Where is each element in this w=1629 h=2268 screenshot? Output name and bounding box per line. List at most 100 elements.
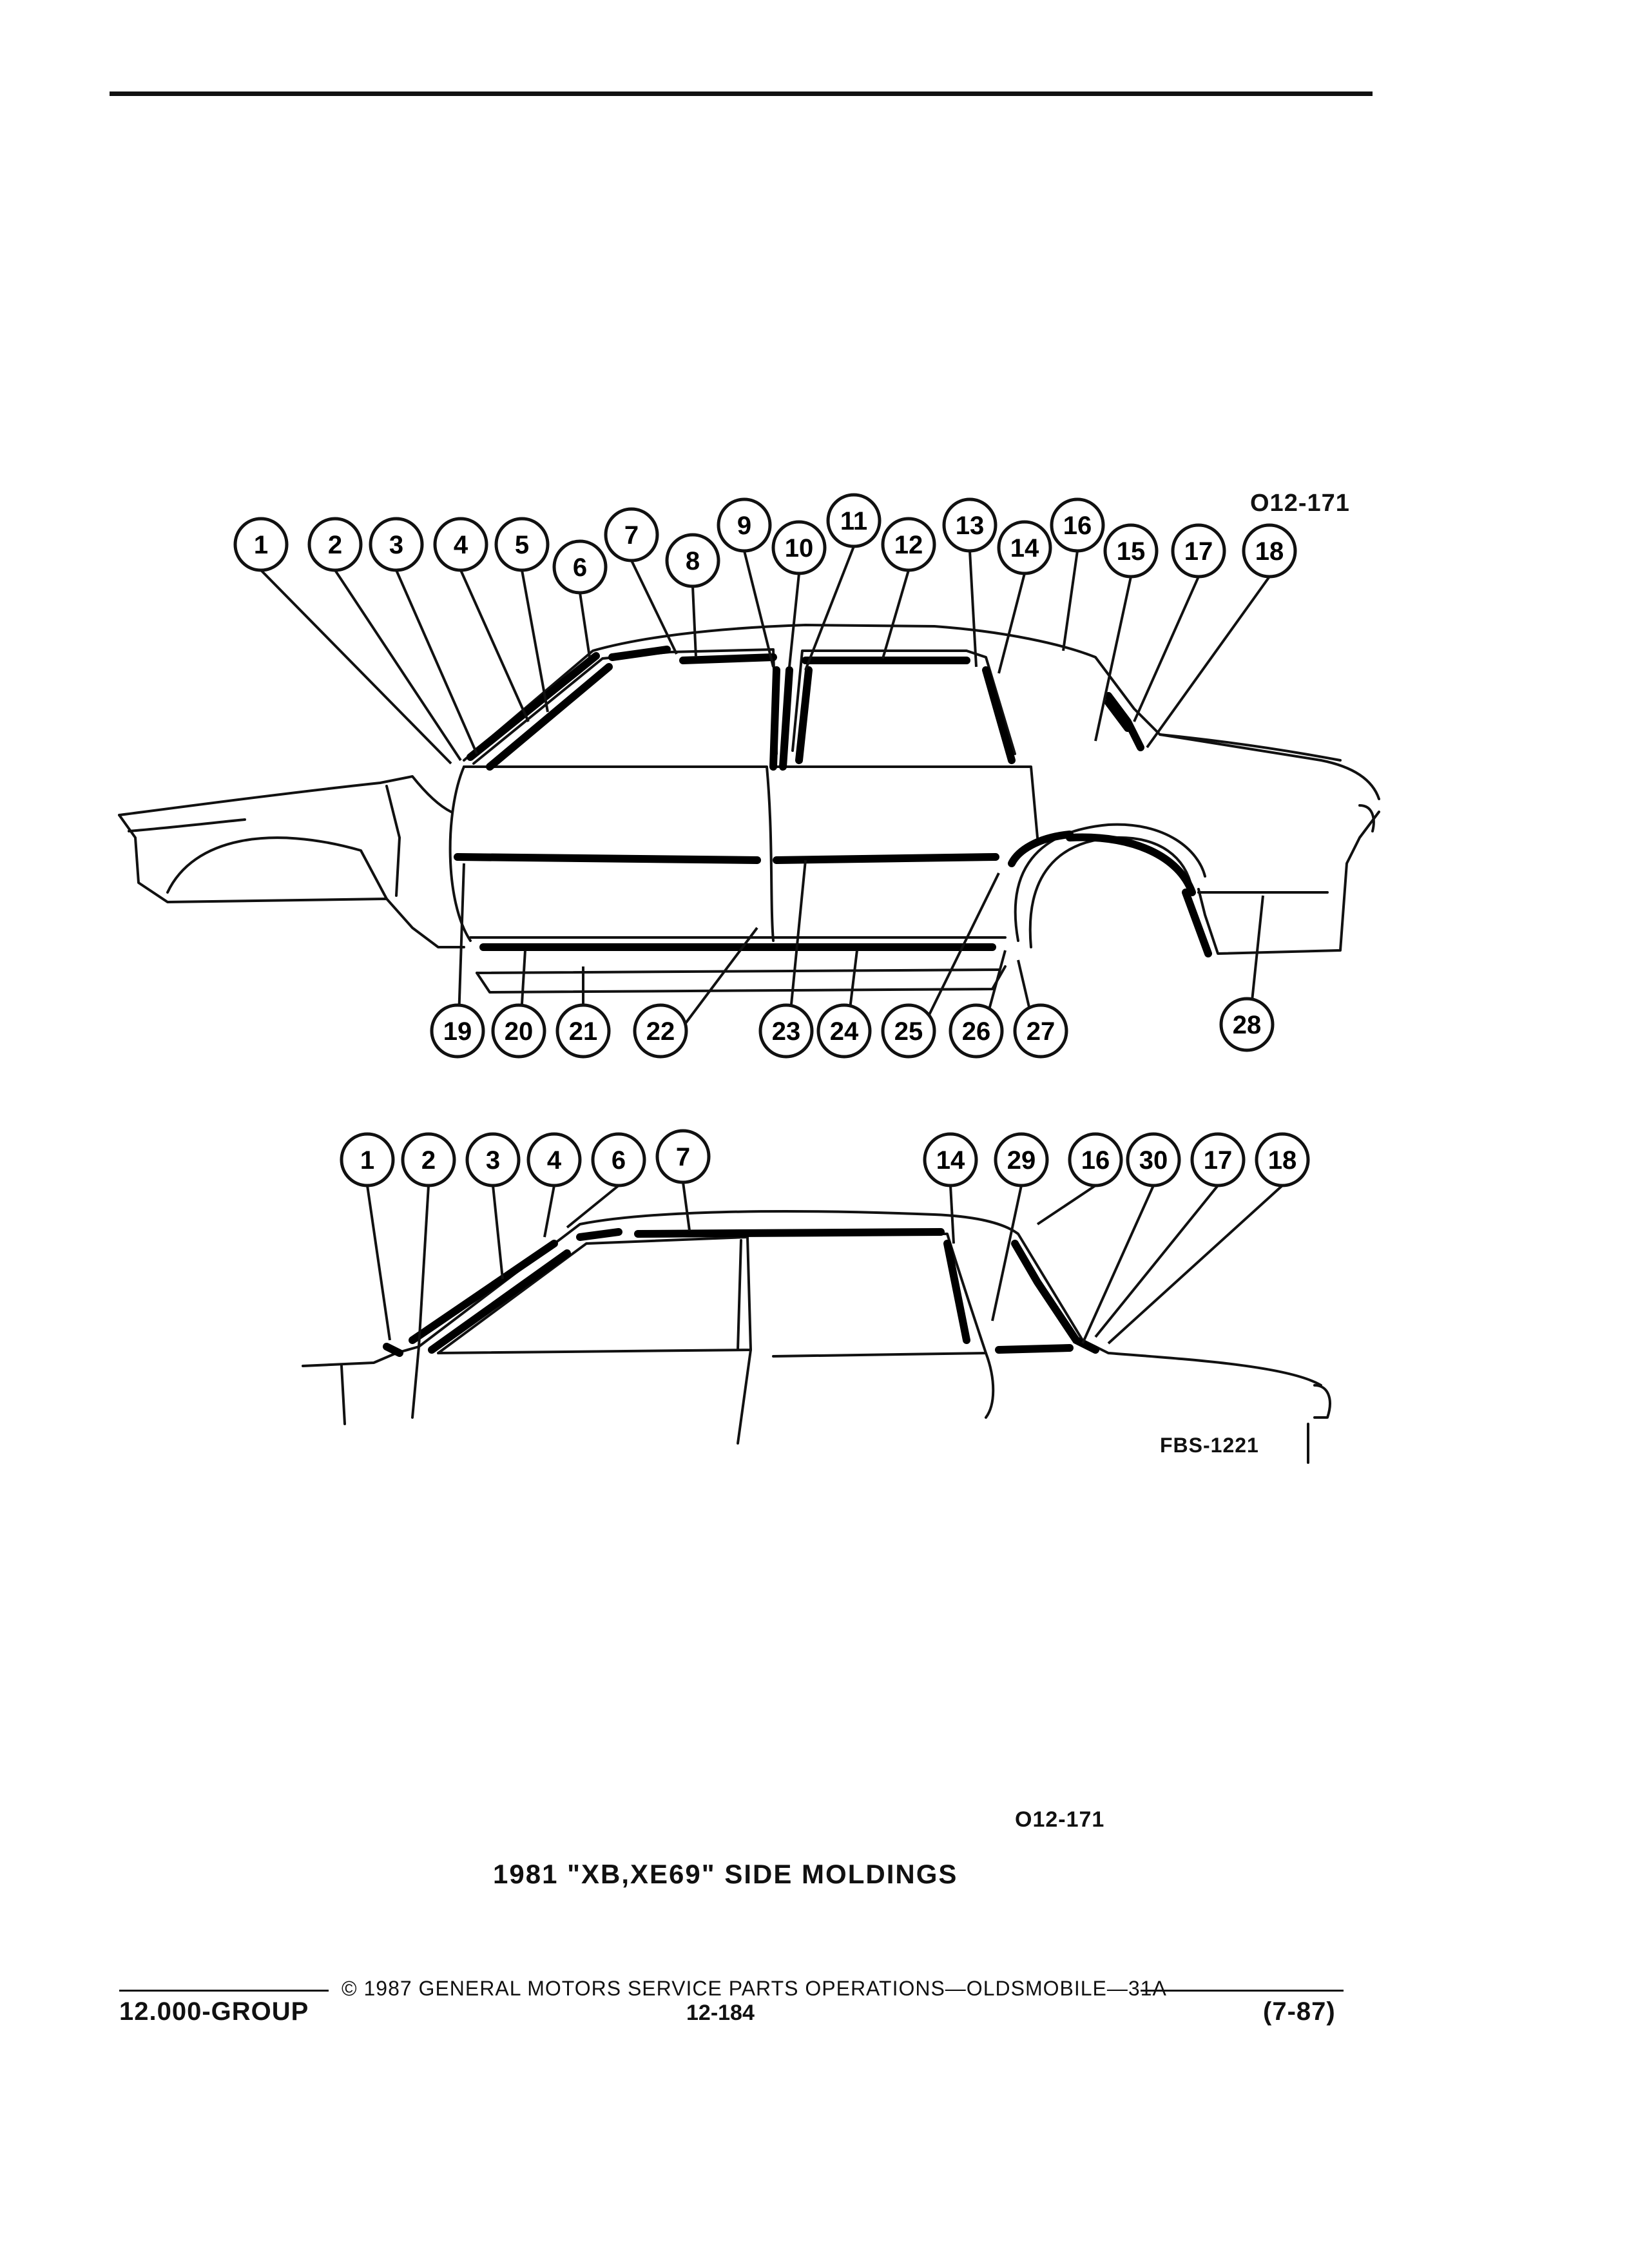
bottom-view-leader-line bbox=[991, 1185, 1023, 1321]
bottom-view-callout-label: 16 bbox=[1081, 1146, 1110, 1175]
top-view-callout-label: 24 bbox=[830, 1017, 859, 1046]
footer-rule-left bbox=[119, 1990, 329, 1992]
top-view-callout-label: 12 bbox=[894, 531, 923, 559]
top-view-leader-line bbox=[743, 550, 775, 668]
top-view-callout-label: 5 bbox=[515, 531, 529, 559]
bottom-view-callout-circle bbox=[340, 1132, 395, 1187]
top-view-leader-line bbox=[804, 546, 855, 671]
top-view-callout-label: 26 bbox=[962, 1017, 991, 1046]
bottom-view-leader-line bbox=[1036, 1184, 1097, 1225]
bottom-view-callout-circle bbox=[465, 1132, 521, 1187]
top-view-callout-circle bbox=[942, 497, 998, 553]
bottom-view-callout-circle bbox=[1126, 1132, 1181, 1187]
bottom-view-callout-circle bbox=[655, 1129, 711, 1184]
bottom-view-leader-line bbox=[566, 1184, 620, 1229]
top-view-leader-line bbox=[579, 592, 591, 658]
top-view-callout-label: 11 bbox=[840, 507, 867, 535]
bottom-view-callout-label: 14 bbox=[936, 1146, 965, 1175]
bottom-view-callout-label: 1 bbox=[360, 1146, 374, 1175]
top-view-callout-label: 6 bbox=[573, 553, 587, 582]
top-view-callout-circle bbox=[949, 1003, 1004, 1059]
top-view-callout-circle bbox=[430, 1003, 485, 1059]
bottom-view-leader-line bbox=[543, 1185, 555, 1238]
ref-code-top: O12-171 bbox=[1250, 490, 1350, 517]
top-view-leader-line bbox=[630, 560, 678, 655]
top-view-leader-line bbox=[334, 569, 462, 762]
diagram-title: 1981 "XB,XE69" SIDE MOLDINGS bbox=[493, 1859, 958, 1889]
top-view-callout-circle bbox=[771, 520, 827, 575]
top-view-callout-circle bbox=[1050, 497, 1105, 553]
figure-code: FBS-1221 bbox=[1160, 1434, 1259, 1457]
top-view-callout-label: 22 bbox=[646, 1017, 675, 1046]
top-view-leader-line bbox=[395, 570, 478, 754]
top-view-callout-label: 3 bbox=[389, 531, 403, 559]
top-view-callout-circle bbox=[1219, 997, 1275, 1052]
top-view-callout-circle bbox=[491, 1003, 546, 1059]
bottom-view-callout-label: 6 bbox=[612, 1146, 626, 1175]
bottom-view-callout-label: 17 bbox=[1204, 1146, 1233, 1175]
top-view-callout-label: 23 bbox=[772, 1017, 801, 1046]
top-view-callout-label: 20 bbox=[505, 1017, 534, 1046]
bottom-view-leader-line bbox=[418, 1185, 430, 1347]
top-view-callout-circle bbox=[665, 533, 720, 588]
bottom-view-callout-circle bbox=[526, 1132, 582, 1187]
copyright: © 1987 GENERAL MOTORS SERVICE PARTS OPER… bbox=[342, 1977, 1167, 2000]
top-view-callout-circle bbox=[816, 1003, 872, 1059]
bottom-view-leader-line bbox=[1107, 1184, 1284, 1345]
top-view-callout-label: 18 bbox=[1255, 537, 1284, 566]
top-view-callout-circle bbox=[881, 517, 936, 572]
top-view-callout-circle bbox=[1242, 523, 1297, 579]
top-view-leader-line bbox=[969, 550, 978, 668]
top-view-callout-label: 4 bbox=[454, 531, 468, 559]
bottom-view-leader-line bbox=[1081, 1185, 1155, 1344]
bottom-view-callout-label: 4 bbox=[547, 1146, 562, 1175]
top-view-callout-circle bbox=[307, 517, 363, 572]
top-view-callout-label: 2 bbox=[328, 531, 342, 559]
top-view-callout-label: 1 bbox=[254, 531, 268, 559]
top-view-callout-circle bbox=[1171, 523, 1226, 579]
footer-group: 12.000-GROUP bbox=[119, 1997, 309, 2026]
bottom-view-leader-line bbox=[1094, 1184, 1219, 1338]
top-view-leader-line bbox=[691, 586, 697, 658]
top-view-callout-label: 14 bbox=[1010, 534, 1039, 562]
bottom-view-callout-circle bbox=[923, 1132, 978, 1187]
top-view-callout-circle bbox=[826, 493, 882, 548]
header-rule bbox=[110, 91, 1373, 96]
top-view-callout-circle bbox=[233, 517, 289, 572]
bottom-view-callout-label: 3 bbox=[486, 1146, 500, 1175]
top-view-callout-label: 10 bbox=[785, 534, 814, 562]
top-view-leader-line bbox=[1146, 575, 1271, 749]
top-view-callout-label: 15 bbox=[1117, 537, 1146, 566]
bottom-view-callout-circle bbox=[401, 1132, 456, 1187]
top-view-callout-circle bbox=[997, 520, 1052, 575]
top-view-leader-line bbox=[260, 569, 452, 765]
bottom-view-callout-label: 7 bbox=[676, 1143, 690, 1171]
top-view-callout-circle bbox=[1103, 523, 1159, 579]
bottom-view-leader-line bbox=[949, 1185, 955, 1244]
bottom-view-callout-circle bbox=[1255, 1132, 1310, 1187]
bottom-view-callout-label: 29 bbox=[1007, 1146, 1036, 1175]
top-view-callout-circle bbox=[433, 517, 488, 572]
moldings-top bbox=[454, 646, 1212, 957]
top-view-callout-circle bbox=[552, 539, 608, 595]
top-view-callout-circle bbox=[494, 517, 550, 572]
top-view-callout-label: 8 bbox=[686, 547, 700, 575]
top-view-callout-circle bbox=[555, 1003, 611, 1059]
bottom-view-callout-circle bbox=[1190, 1132, 1246, 1187]
bottom-view-leader-line bbox=[682, 1182, 691, 1231]
top-view-leader-line bbox=[521, 570, 549, 713]
ref-code-bottom: O12-171 bbox=[1015, 1807, 1105, 1832]
top-view-callout-circle bbox=[1013, 1003, 1068, 1059]
top-view-callout-circle bbox=[881, 1003, 936, 1059]
top-view-callout-label: 17 bbox=[1184, 537, 1213, 566]
bottom-view-callout-circle bbox=[591, 1132, 646, 1187]
top-view-callout-circle bbox=[369, 517, 424, 572]
top-view-callout-label: 27 bbox=[1027, 1017, 1055, 1046]
bottom-view-callout-label: 2 bbox=[421, 1146, 436, 1175]
top-view-callout-label: 21 bbox=[569, 1017, 598, 1046]
top-view-leader-line bbox=[459, 570, 530, 722]
top-view-leader-line bbox=[788, 573, 800, 668]
bottom-view-callout-label: 30 bbox=[1139, 1146, 1168, 1175]
